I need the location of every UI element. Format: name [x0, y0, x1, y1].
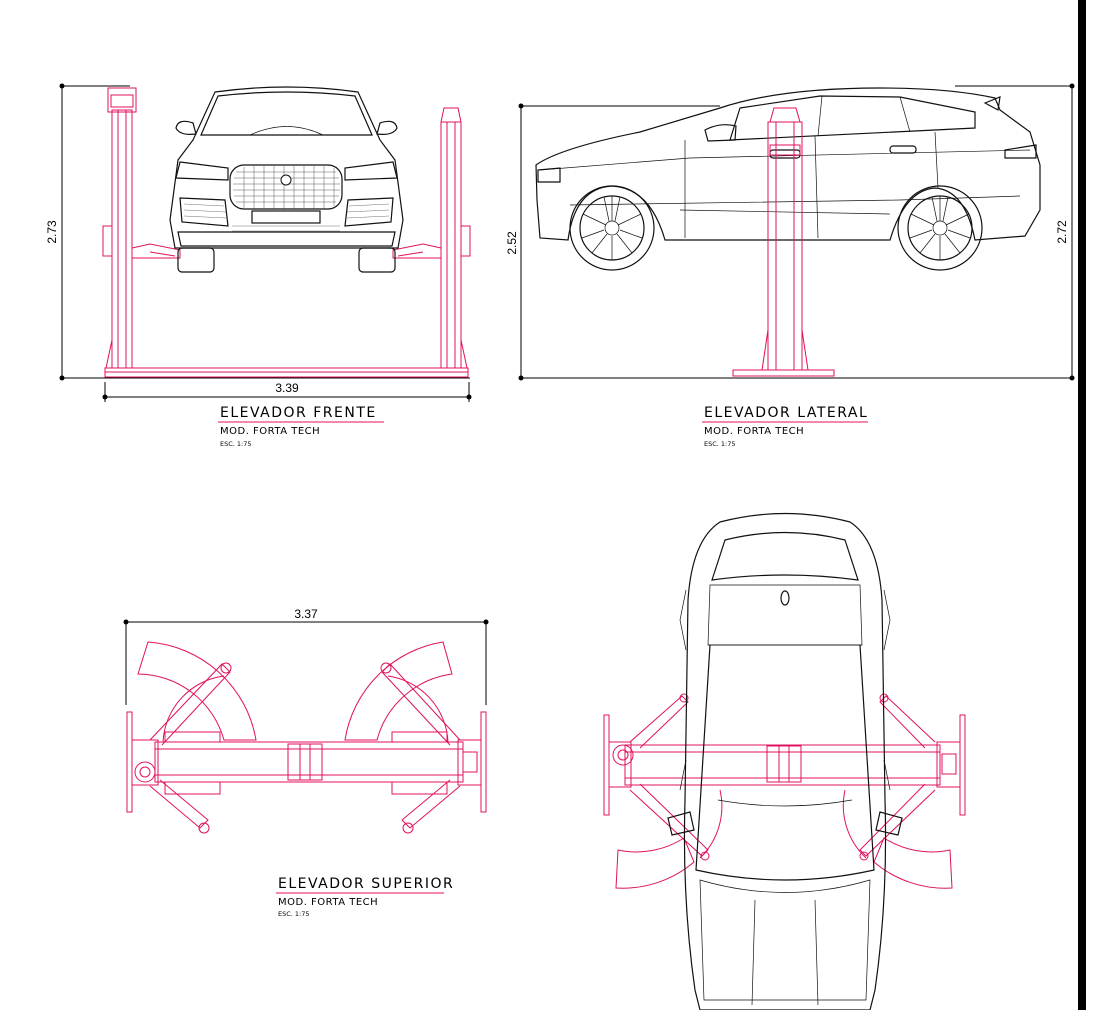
side-car-height-label: 2.52	[505, 231, 519, 255]
side-car	[535, 87, 1041, 271]
top-view-scale: ESC. 1:75	[278, 910, 310, 918]
side-view: 2.52 2.72	[505, 83, 1075, 448]
front-view: 2.73 3.39	[45, 83, 472, 448]
front-car	[169, 86, 404, 273]
side-total-height-label: 2.72	[1055, 220, 1069, 244]
front-height-label: 2.73	[45, 220, 59, 244]
front-view-model: MOD. FORTA TECH	[220, 426, 320, 437]
front-view-title: ELEVADOR FRENTE	[220, 405, 377, 421]
front-view-scale: ESC. 1:75	[220, 440, 252, 448]
front-lift	[102, 87, 471, 378]
top-car	[667, 512, 903, 1010]
side-view-title: ELEVADOR LATERAL	[704, 405, 868, 421]
front-width-label: 3.39	[275, 381, 299, 395]
sheet-border	[1078, 0, 1086, 1010]
top-width-label: 3.37	[294, 607, 318, 621]
top-car-lift	[603, 693, 966, 889]
top-view-title: ELEVADOR SUPERIOR	[278, 876, 454, 892]
side-view-scale: ESC. 1:75	[704, 440, 736, 448]
top-view-with-car	[603, 512, 966, 1010]
top-view-model: MOD. FORTA TECH	[278, 897, 378, 908]
side-lift	[732, 107, 835, 377]
top-lift	[126, 641, 487, 834]
side-view-model: MOD. FORTA TECH	[704, 426, 804, 437]
top-view: 3.37	[123, 607, 489, 918]
